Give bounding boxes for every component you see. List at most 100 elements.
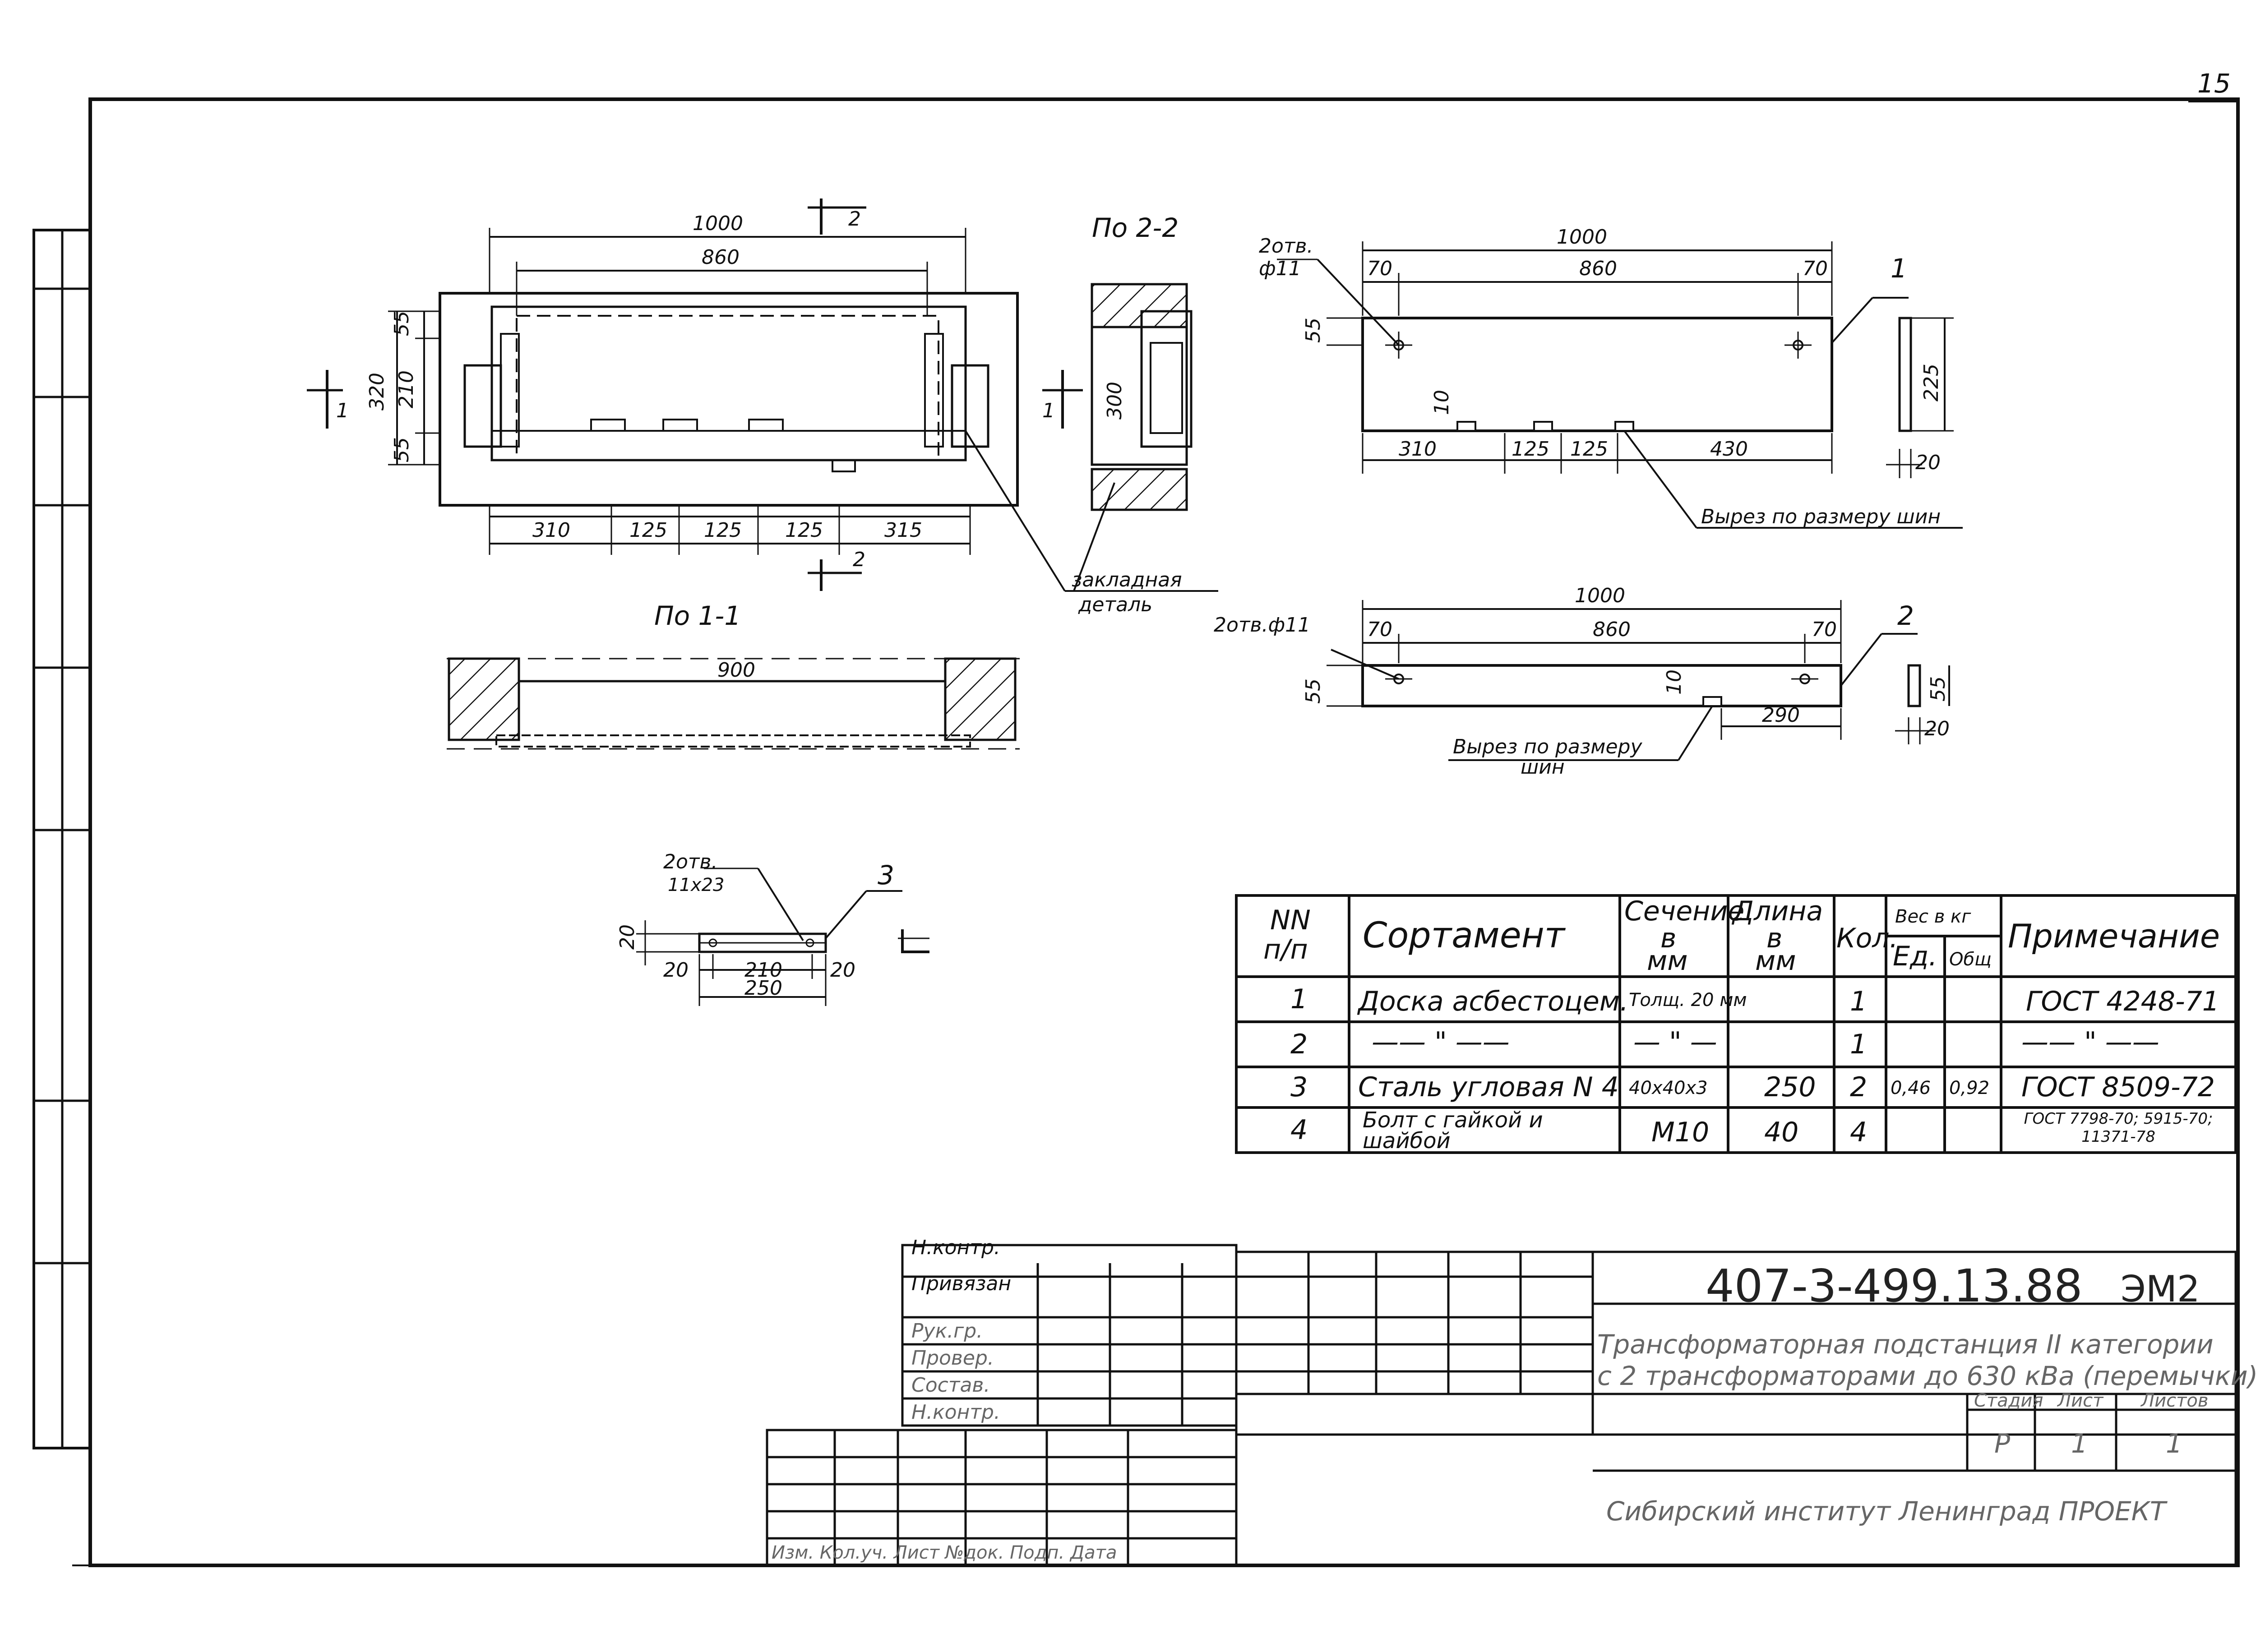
hdr-assortment: Сортамент bbox=[1363, 915, 1566, 956]
hdr-note: Примечание bbox=[2008, 917, 2220, 955]
part-3-drawing bbox=[636, 868, 929, 1006]
row3-assortment: Сталь угловая N 4 bbox=[1358, 1071, 1619, 1103]
part2-hole-label: 2отв.ф11 bbox=[1214, 614, 1310, 637]
hdr-section-1: Сечение bbox=[1624, 895, 1744, 927]
part2-dim-70-left: 70 bbox=[1367, 618, 1392, 641]
part3-callout: 3 bbox=[878, 860, 894, 891]
part2-cut-note-1: Вырез по размеру bbox=[1453, 735, 1642, 758]
part1-dim-70-right: 70 bbox=[1803, 257, 1828, 280]
part1-dim-10: 10 bbox=[1430, 390, 1453, 415]
plan-dim-860: 860 bbox=[702, 246, 740, 269]
doc-mark: ЭМ2 bbox=[2121, 1268, 2200, 1310]
stamp-header-sheets: Листов bbox=[2140, 1390, 2208, 1411]
row3-qty: 2 bbox=[1850, 1071, 1867, 1103]
plan-dim-125-b: 125 bbox=[704, 519, 742, 542]
part2-side-dim-55: 55 bbox=[1927, 676, 1950, 701]
row2-qty: 1 bbox=[1850, 1029, 1867, 1060]
row1-n: 1 bbox=[1290, 983, 1308, 1015]
row3-length: 250 bbox=[1764, 1071, 1816, 1103]
part1-dim-70-left: 70 bbox=[1367, 257, 1392, 280]
hdr-section-3: мм bbox=[1647, 945, 1688, 977]
role-ruk-gr: Рук.гр. bbox=[911, 1320, 983, 1343]
part1-dim-310: 310 bbox=[1399, 438, 1437, 461]
section-2-bottom: 2 bbox=[853, 548, 865, 571]
part1-cut-note: Вырез по размеру шин bbox=[1701, 505, 1941, 528]
plan-dim-210: 210 bbox=[395, 370, 418, 408]
row2-note: —— " —— bbox=[2021, 1026, 2159, 1058]
hdr-num-1: NN bbox=[1270, 904, 1311, 936]
binding-strip bbox=[32, 229, 92, 1449]
role-privyazan: Привязан bbox=[911, 1272, 1011, 1295]
part1-dim-125-a: 125 bbox=[1512, 438, 1549, 461]
row4-assortment-box: Болт с гайкой и шайбой bbox=[1363, 1110, 1543, 1153]
row4-qty: 4 bbox=[1850, 1117, 1867, 1148]
view-2-2-title: По 2-2 bbox=[1092, 212, 1179, 243]
part-2-drawing bbox=[1327, 600, 1950, 761]
role-prover: Провер. bbox=[911, 1347, 994, 1370]
plan-dim-310: 310 bbox=[532, 519, 570, 542]
part1-callout: 1 bbox=[1891, 253, 1907, 284]
row3-note: ГОСТ 8509-72 bbox=[2021, 1071, 2215, 1103]
part2-dim-70-right: 70 bbox=[1812, 618, 1837, 641]
plan-dim-55-bottom: 55 bbox=[390, 437, 413, 462]
part1-side-dim-225: 225 bbox=[1920, 364, 1943, 401]
page-number: 15 bbox=[2197, 68, 2231, 99]
row3-total-weight: 0,92 bbox=[1949, 1078, 1989, 1098]
plan-dim-125-a: 125 bbox=[629, 519, 667, 542]
part2-dim-290: 290 bbox=[1762, 704, 1800, 727]
part2-cut-note-2: шин bbox=[1521, 756, 1565, 779]
plan-dim-315: 315 bbox=[884, 519, 922, 542]
hdr-qty: Кол. bbox=[1836, 923, 1898, 954]
stamp-sheets: 1 bbox=[2166, 1428, 2182, 1459]
hdr-section-2: в bbox=[1660, 923, 1676, 954]
row3-unit-weight: 0,46 bbox=[1891, 1078, 1931, 1098]
row4-note-box: ГОСТ 7798-70; 5915-70; 11371-78 bbox=[2024, 1110, 2213, 1146]
part3-dim-210: 210 bbox=[744, 959, 782, 982]
row1-assortment: Доска асбестоцем. bbox=[1357, 986, 1628, 1017]
view-1-1-title: По 1-1 bbox=[654, 600, 741, 631]
part1-dim-860: 860 bbox=[1579, 257, 1617, 280]
part1-dim-55: 55 bbox=[1302, 318, 1325, 343]
row4-assortment: Болт с гайкой и шайбой bbox=[1363, 1110, 1543, 1153]
part-1-drawing bbox=[1277, 241, 1963, 529]
title-line-2: с 2 трансформаторами до 630 кВа (перемыч… bbox=[1597, 1361, 2256, 1391]
section-1-right: 1 bbox=[1042, 399, 1055, 422]
part3-hole-label-2: 11x23 bbox=[668, 875, 724, 895]
revision-row-labels: Изм. Кол.уч. Лист №док. Подп. Дата bbox=[772, 1542, 1117, 1563]
row3-n: 3 bbox=[1290, 1071, 1308, 1103]
part2-dim-1000: 1000 bbox=[1575, 584, 1625, 607]
hdr-length-3: мм bbox=[1755, 945, 1796, 977]
embed-label-1: закладная bbox=[1072, 568, 1182, 591]
row1-note: ГОСТ 4248-71 bbox=[2026, 986, 2219, 1017]
part1-dim-125-b: 125 bbox=[1570, 438, 1608, 461]
stamp-stage: Р bbox=[1994, 1428, 2010, 1459]
part3-dim-20-vertical: 20 bbox=[616, 924, 639, 950]
section-1-left: 1 bbox=[336, 399, 349, 422]
row4-length: 40 bbox=[1764, 1117, 1798, 1148]
part1-hole-label-1: 2отв. bbox=[1259, 235, 1313, 258]
row4-note: ГОСТ 7798-70; 5915-70; 11371-78 bbox=[2024, 1110, 2213, 1146]
part2-dim-860: 860 bbox=[1593, 618, 1631, 641]
row2-assortment: —— " —— bbox=[1372, 1026, 1510, 1058]
row4-n: 4 bbox=[1290, 1114, 1308, 1146]
embed-label-2: деталь bbox=[1078, 593, 1152, 616]
stamp-header-sheet: Лист bbox=[2057, 1390, 2104, 1411]
plan-dim-1000: 1000 bbox=[693, 212, 743, 235]
section-dim-900: 900 bbox=[717, 659, 755, 682]
stamp-sheet: 1 bbox=[2071, 1428, 2088, 1459]
company-name: Сибирский институт Ленинград ПРОЕКТ bbox=[1606, 1496, 2168, 1527]
doc-code: 407-3-499.13.88 bbox=[1706, 1260, 2083, 1312]
part1-side-thick-20: 20 bbox=[1915, 451, 1941, 474]
plan-dim-55-top: 55 bbox=[390, 311, 413, 336]
row1-section: Толщ. 20 мм bbox=[1629, 990, 1747, 1011]
part3-dim-250: 250 bbox=[744, 977, 782, 1000]
hdr-weight-total: Общ bbox=[1949, 949, 1992, 970]
role-sostav: Состав. bbox=[911, 1374, 990, 1397]
part2-dim-55: 55 bbox=[1302, 678, 1325, 704]
part1-dim-1000: 1000 bbox=[1557, 226, 1607, 249]
hdr-weight-unit: Ед. bbox=[1893, 941, 1937, 972]
section-2-top: 2 bbox=[848, 208, 861, 231]
